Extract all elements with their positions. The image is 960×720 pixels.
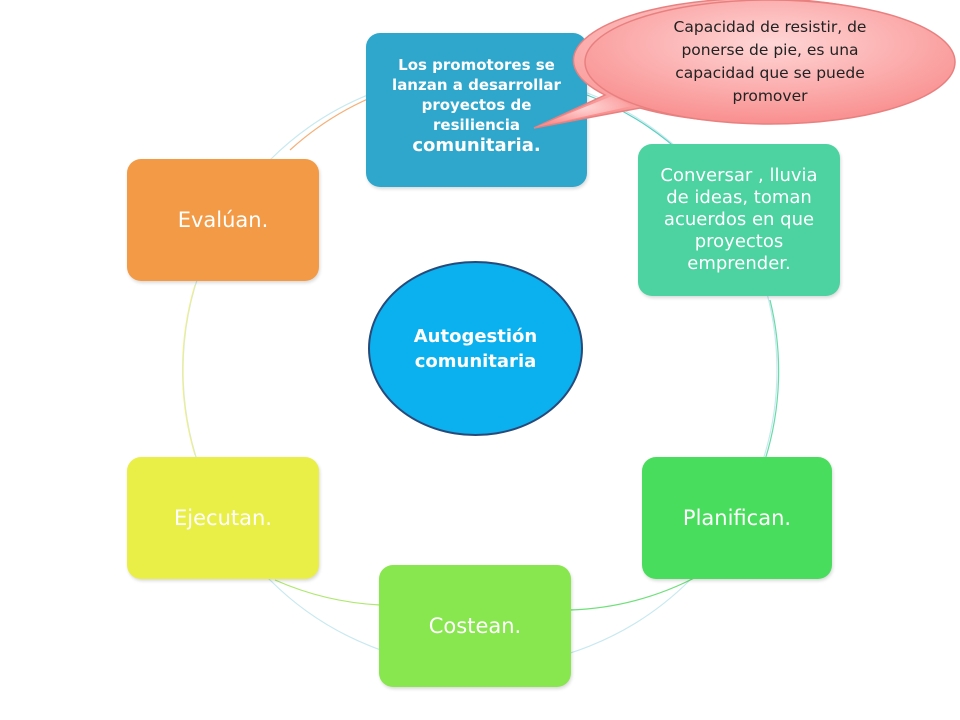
ring-arc-costean [274,579,381,606]
step-planifican: Planifican. [642,457,832,579]
step-promotores-text: Los promotores se lanzan a desarrollar p… [380,55,573,157]
ring-arc-planifican [569,574,701,611]
step-costean: Costean. [379,565,571,687]
step-ejecutan-label: Ejecutan. [174,506,272,530]
ring-arc-ejecutan [182,284,196,456]
step-promotores-big-text: comunitaria. [412,135,541,156]
ring-arc-conversar [764,299,780,461]
center-label: Autogestión comunitaria [413,325,538,372]
callout-text: Capacidad de resistir, de ponerse de pie… [673,18,867,105]
step-conversar: Conversar , lluvia de ideas, toman acuer… [638,144,840,296]
step-conversar-label: Conversar , lluvia de ideas, toman acuer… [660,165,818,274]
step-ejecutan: Ejecutan. [127,457,319,579]
step-promotores: Los promotores se lanzan a desarrollar p… [366,33,587,187]
step-costean-label: Costean. [428,614,522,638]
center-circle: Autogestión comunitaria [368,261,583,436]
step-evaluan: Evalúan. [127,159,319,281]
step-promotores-small-text: Los promotores se lanzan a desarrollar p… [392,56,561,134]
step-evaluan-label: Evalúan. [177,208,269,232]
step-planifican-label: Planifican. [682,506,792,530]
